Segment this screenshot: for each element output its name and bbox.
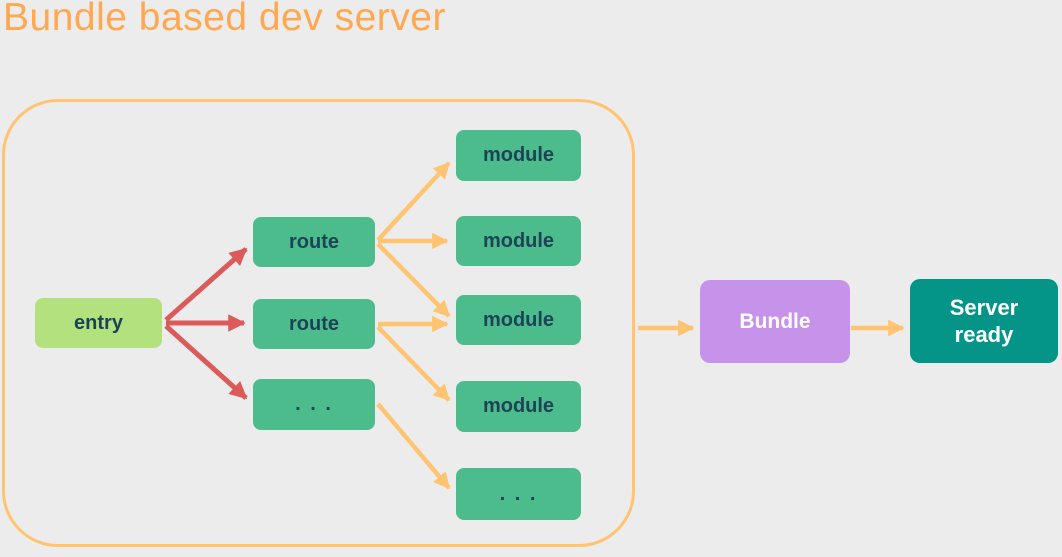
page-title: Bundle based dev server <box>3 0 446 39</box>
node-module-1: module <box>456 130 581 181</box>
node-module-more: . . . <box>456 468 581 520</box>
dev-server-container <box>2 99 635 547</box>
node-module-4: module <box>456 381 581 432</box>
node-route-2: route <box>253 299 375 349</box>
node-module-2: module <box>456 216 581 266</box>
node-route-1: route <box>253 217 375 267</box>
node-module-3: module <box>456 295 581 345</box>
node-server-ready: Server ready <box>910 279 1058 363</box>
node-entry: entry <box>35 298 162 348</box>
node-bundle: Bundle <box>700 280 850 363</box>
node-route-more: . . . <box>253 379 375 430</box>
